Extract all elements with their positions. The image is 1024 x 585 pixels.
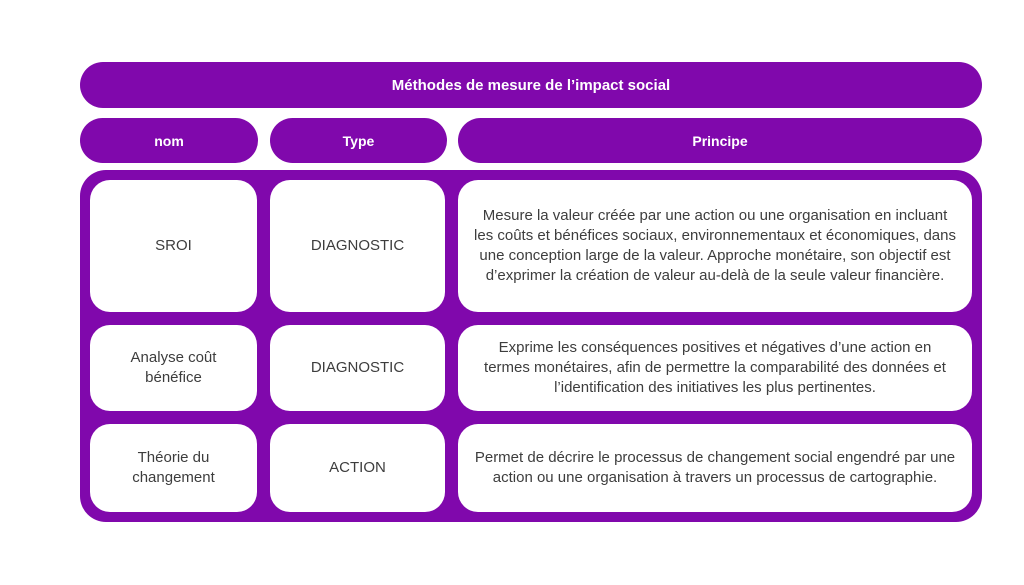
- cell-row1-type: DIAGNOSTIC: [270, 180, 445, 312]
- column-header-type: Type: [270, 118, 447, 163]
- column-header-nom: nom: [80, 118, 258, 163]
- cell-row3-type: ACTION: [270, 424, 445, 512]
- cell-row2-principe: Exprime les conséquences positives et né…: [458, 325, 972, 411]
- table-body: SROI DIAGNOSTIC Mesure la valeur créée p…: [80, 170, 982, 522]
- table-title: Méthodes de mesure de l’impact social: [80, 62, 982, 108]
- cell-row1-nom: SROI: [90, 180, 257, 312]
- cell-row3-nom: Théorie du changement: [90, 424, 257, 512]
- column-header-principe: Principe: [458, 118, 982, 163]
- cell-row1-principe: Mesure la valeur créée par une action ou…: [458, 180, 972, 312]
- cell-row2-nom: Analyse coût bénéfice: [90, 325, 257, 411]
- cell-row2-type: DIAGNOSTIC: [270, 325, 445, 411]
- cell-row3-principe: Permet de décrire le processus de change…: [458, 424, 972, 512]
